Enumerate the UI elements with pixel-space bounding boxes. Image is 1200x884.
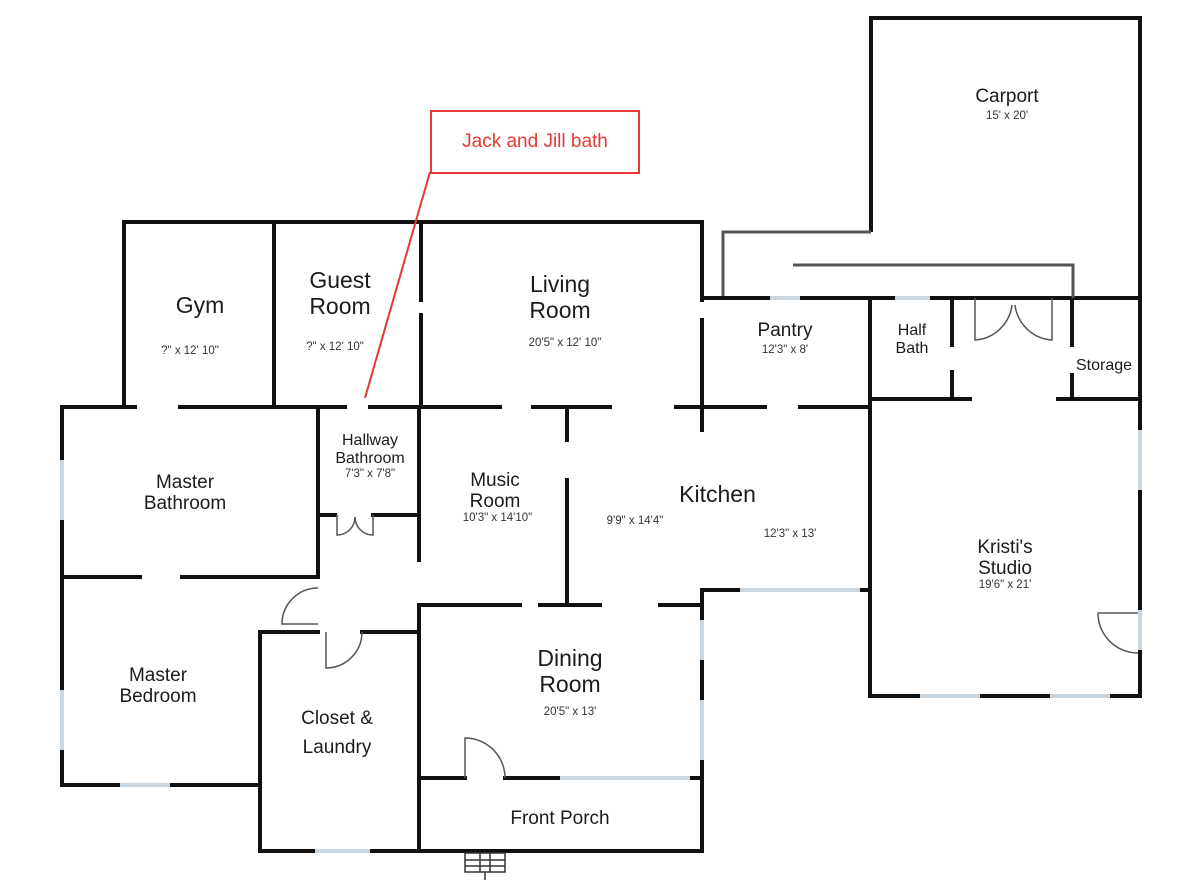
studio-dim: 19'6" x 21' [978, 579, 1032, 591]
music-room-label: Music Room [469, 470, 521, 513]
closet-laundry-label: Closet & Laundry [301, 708, 373, 758]
front-porch-label: Front Porch [510, 808, 610, 829]
carport-inner-line [721, 230, 871, 296]
half-bath-label: Half Bath [895, 322, 929, 357]
pantry-label: Pantry [757, 320, 813, 341]
door-swing [281, 587, 319, 625]
dining-room-dim: 20'5" x 13' [543, 706, 597, 718]
guest-room-dim: ?" x 12' 10" [306, 341, 364, 353]
door-swing [336, 515, 356, 536]
pantry-dim: 12'3" x 8' [761, 344, 809, 356]
living-room-label: Living Room [529, 271, 591, 323]
gym-dim: ?" x 12' 10" [161, 345, 219, 357]
door-swing [354, 515, 374, 536]
studio-label: Kristi's Studio [977, 537, 1033, 580]
door-swing [1014, 298, 1053, 341]
kitchen-label: Kitchen [679, 481, 756, 507]
door-swing [1097, 612, 1139, 654]
master-bathroom-label: Master Bathroom [143, 472, 227, 515]
dining-room-label: Dining Room [537, 645, 603, 697]
door-swing [974, 298, 1013, 341]
hallway-bathroom-label: Hallway Bathroom [335, 432, 405, 467]
guest-room-label: Guest Room [309, 267, 371, 319]
door-swing [325, 631, 363, 669]
top-wall [122, 220, 704, 302]
kitchen-dim-left: 9'9" x 14'4" [606, 515, 664, 527]
kitchen-dim-right: 12'3" x 13' [763, 528, 817, 540]
door-swing [464, 737, 506, 779]
gym-label: Gym [175, 292, 225, 318]
front-steps [464, 852, 506, 873]
music-room-dim: 10'3" x 14'10" [462, 512, 533, 524]
callout-pointer [364, 171, 431, 399]
master-bedroom-label: Master Bedroom [119, 665, 197, 708]
storage-label: Storage [1075, 357, 1133, 374]
carport-wall [869, 16, 1142, 300]
jack-and-jill-callout: Jack and Jill bath [430, 110, 640, 174]
carport-dim: 15' x 20' [985, 110, 1029, 122]
carport-inner-line [793, 263, 1075, 298]
hallway-bathroom-dim: 7'3" x 7'8" [344, 468, 396, 480]
living-room-dim: 20'5" x 12' 10" [528, 337, 602, 349]
carport-label: Carport [975, 86, 1039, 107]
